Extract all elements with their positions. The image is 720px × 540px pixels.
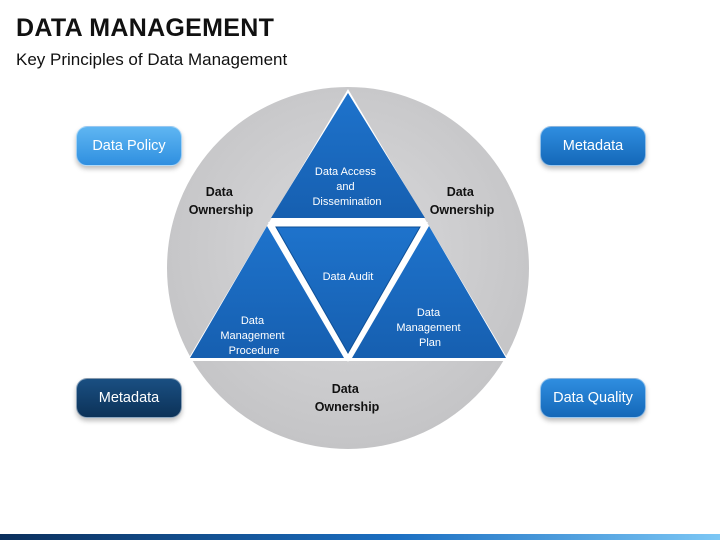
ownership-right-label: Data Ownership	[430, 185, 495, 217]
footer-accent-bar	[0, 534, 720, 540]
data-policy-pill: Data Policy	[76, 126, 182, 166]
triangle-right-label: Data Management Plan	[396, 307, 463, 349]
ownership-bottom-label: Data Ownership	[315, 382, 380, 414]
page-subtitle: Key Principles of Data Management	[16, 50, 288, 69]
metadata-pill-bottom: Metadata	[76, 378, 182, 418]
triangle-left	[190, 226, 344, 358]
triangle-center-label: Data Audit	[323, 271, 374, 283]
triangle-right	[352, 226, 506, 358]
data-quality-pill: Data Quality	[540, 378, 646, 418]
metadata-pill-top: Metadata	[540, 126, 646, 166]
triangle-left-label: Data Management Procedure	[220, 315, 287, 357]
triangle-top	[271, 93, 425, 218]
triangle-center	[275, 226, 421, 355]
triangle-top-label: Data Access and Dissemination	[312, 166, 381, 208]
ownership-left-label: Data Ownership	[189, 185, 254, 217]
page-title: DATA MANAGEMENT	[16, 14, 275, 42]
